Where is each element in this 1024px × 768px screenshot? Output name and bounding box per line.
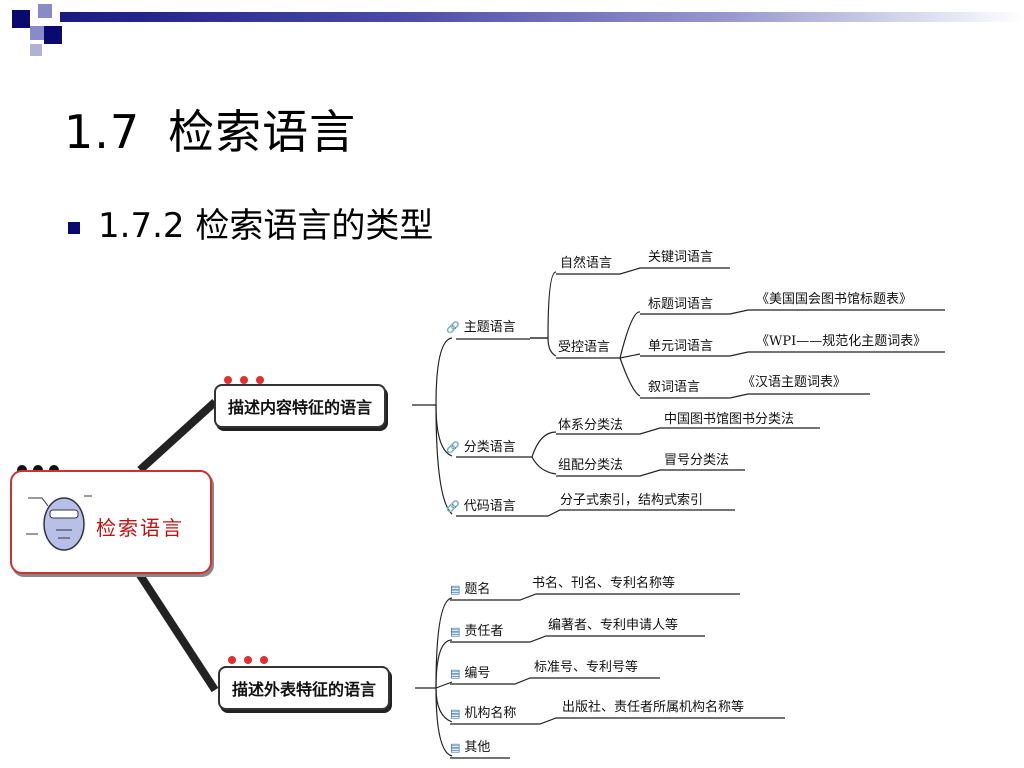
node-classification-language: 🔗分类语言 — [446, 440, 516, 455]
node-hierarchical-example: 中国图书馆图书分类法 — [664, 412, 795, 427]
branch-content-features: 描述内容特征的语言 — [214, 384, 387, 428]
node-responsible-party: ▤责任者 — [450, 624, 504, 639]
root-label: 检索语言 — [96, 516, 184, 540]
node-heading-example: 《美国国会图书馆标题表》 — [756, 292, 913, 307]
node-hierarchical-classification: 体系分类法 — [558, 418, 624, 433]
head-icon — [26, 495, 92, 551]
book-icon: ▤ — [450, 741, 461, 754]
node-subject-language: 🔗主题语言 — [446, 320, 516, 335]
node-unit-language: 单元词语言 — [648, 339, 714, 354]
bullet-square-icon — [68, 222, 80, 234]
node-faceted-classification: 组配分类法 — [558, 458, 624, 473]
node-number: ▤编号 — [450, 666, 491, 681]
book-icon: ▤ — [450, 707, 461, 720]
node-unit-example: 《WPI——规范化主题词表》 — [756, 334, 927, 349]
node-controlled-language: 受控语言 — [558, 340, 611, 355]
book-icon: ▤ — [450, 625, 461, 638]
branch-external-features: 描述外表特征的语言 — [218, 666, 391, 710]
node-institution: ▤机构名称 — [450, 706, 517, 721]
node-faceted-example: 冒号分类法 — [664, 453, 730, 468]
link-icon: 🔗 — [446, 441, 460, 454]
node-code-example: 分子式索引，结构式索引 — [560, 493, 704, 508]
node-code-language: 🔗代码语言 — [446, 499, 516, 514]
title-bar-decoration — [60, 12, 1024, 22]
book-icon: ▤ — [450, 667, 461, 680]
node-number-example: 标准号、专利号等 — [534, 660, 639, 675]
node-responsible-example: 编著者、专利申请人等 — [548, 618, 679, 633]
node-descriptor-language: 叙词语言 — [648, 380, 701, 395]
title-text: 检索语言 — [168, 105, 357, 159]
link-icon: 🔗 — [446, 500, 460, 513]
node-title: ▤题名 — [450, 582, 491, 597]
node-heading-language: 标题词语言 — [648, 297, 714, 312]
title-number: 1.7 — [64, 105, 141, 159]
node-title-example: 书名、刊名、专利名称等 — [532, 576, 676, 591]
book-icon: ▤ — [450, 583, 461, 596]
node-institution-example: 出版社、责任者所属机构名称等 — [562, 700, 745, 715]
node-natural-language: 自然语言 — [560, 256, 613, 271]
node-descriptor-example: 《汉语主题词表》 — [742, 375, 847, 390]
node-other: ▤其他 — [450, 740, 491, 755]
node-keyword-language: 关键词语言 — [648, 250, 714, 265]
slide-title: 1.7 检索语言 — [64, 96, 356, 162]
corner-decoration — [12, 4, 62, 56]
link-icon: 🔗 — [446, 321, 460, 334]
slide-subtitle: 1.7.2 检索语言的类型 — [98, 206, 434, 246]
